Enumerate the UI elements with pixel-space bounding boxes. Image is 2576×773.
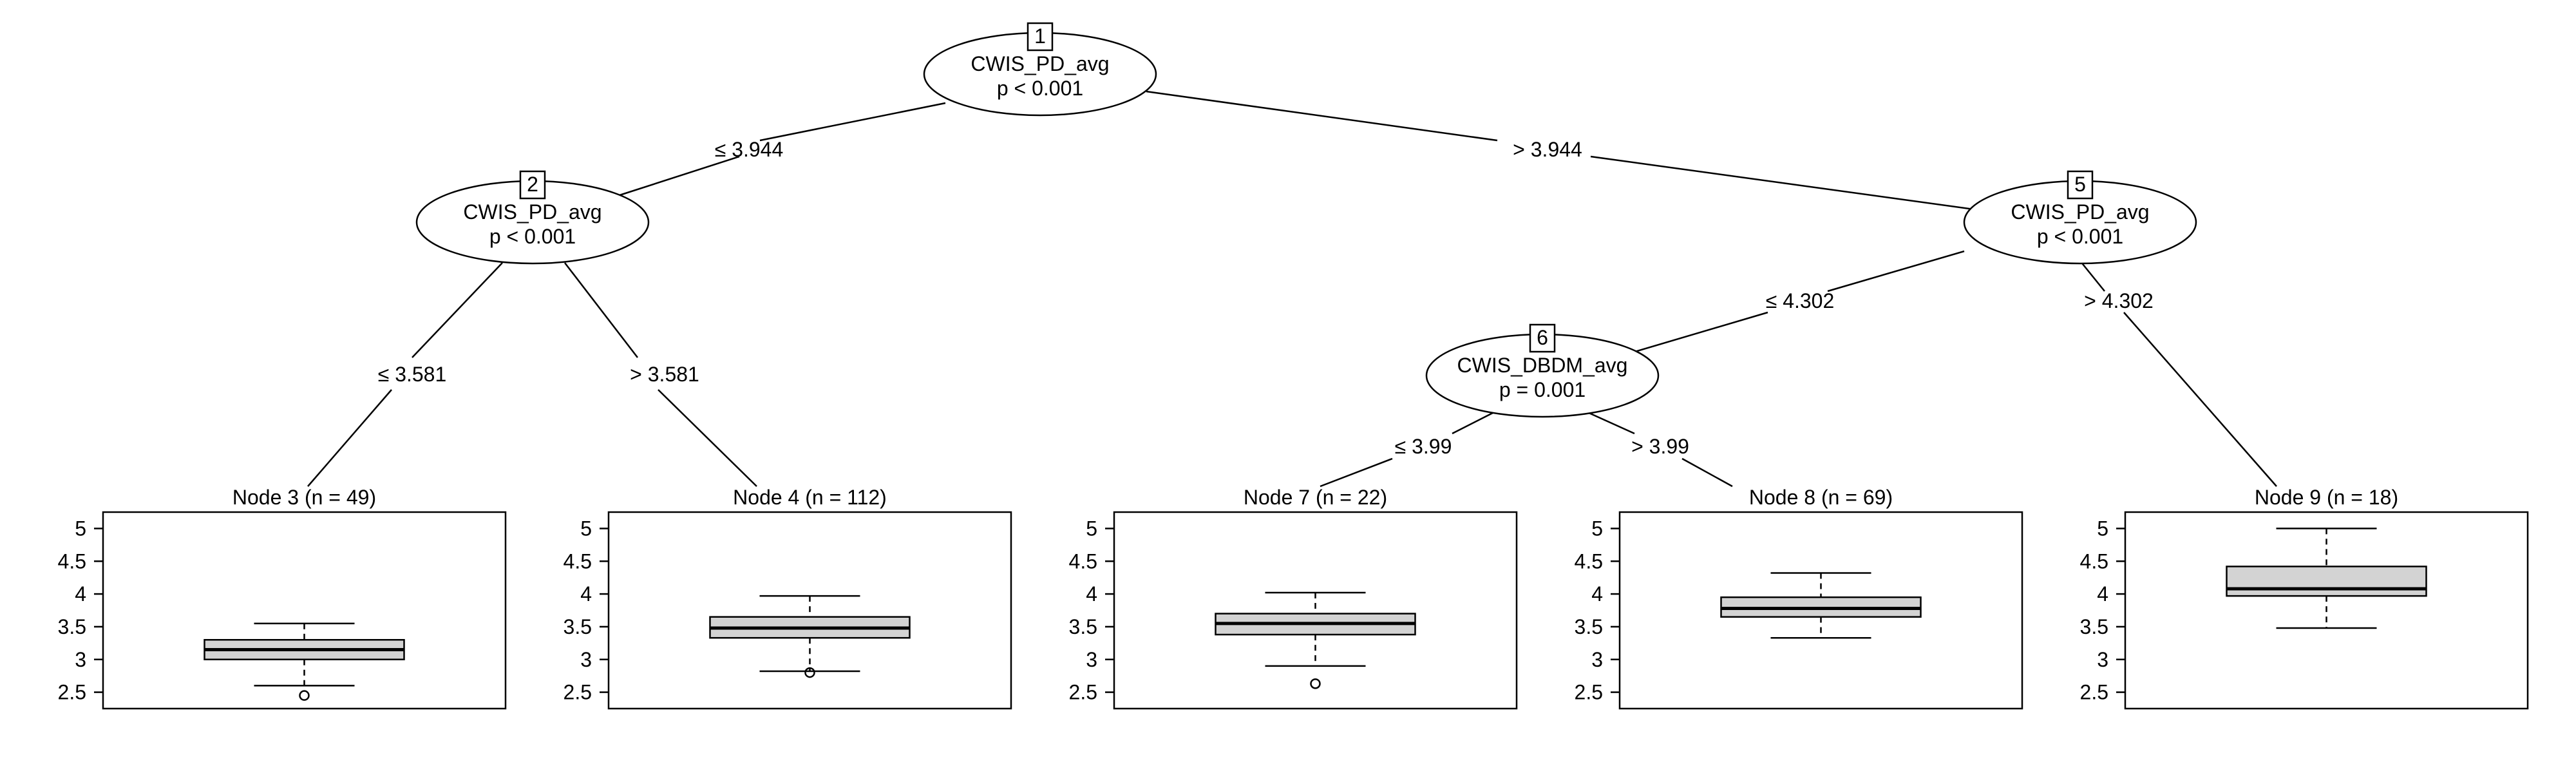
split-labels: ≤ 3.944 > 3.944 ≤ 3.581 > 3.581 ≤ 4.302 …	[378, 138, 2154, 458]
split-label-2-right: > 3.581	[630, 363, 699, 386]
y-tick-label: 5	[2097, 517, 2108, 540]
split-label-1-right: > 3.944	[1513, 138, 1582, 161]
y-tick-label: 4.5	[2080, 549, 2108, 573]
edge-5-6-lower	[1632, 311, 1768, 354]
y-tick-label: 2.5	[2080, 681, 2108, 704]
tree-edges	[307, 90, 2277, 488]
node-id: 5	[2074, 173, 2086, 196]
y-tick-label: 5	[580, 517, 592, 540]
terminal-node-title: Node 3 (n = 49)	[232, 486, 376, 509]
node-id: 6	[1537, 326, 1548, 349]
edge-6-8-lower	[1681, 457, 1733, 488]
y-tick-label: 4	[580, 582, 592, 606]
edge-5-6-upper	[1827, 250, 1965, 292]
edge-6-7-upper	[1452, 411, 1495, 435]
terminal-node-panel: Node 3 (n = 49) 2.5 3 3.5 4 4.5 5	[58, 486, 507, 710]
y-tick-label: 2.5	[58, 681, 86, 704]
split-label-6-right: > 3.99	[1631, 435, 1689, 458]
y-tick-label: 2.5	[1575, 681, 1603, 704]
terminal-node-title: Node 4 (n = 112)	[733, 486, 887, 509]
y-tick-label: 3.5	[58, 615, 86, 638]
split-label-6-left: ≤ 3.99	[1395, 435, 1452, 458]
y-tick-label: 3	[75, 648, 86, 671]
edge-5-9-upper	[2079, 260, 2105, 292]
y-tick-label: 4.5	[564, 549, 592, 573]
edge-5-9-lower	[2123, 312, 2277, 487]
plot-frame	[102, 511, 507, 710]
y-tick-label: 2.5	[564, 681, 592, 704]
outlier-point	[1310, 678, 1321, 689]
node-id-box	[1027, 22, 1054, 52]
y-tick-label: 4	[75, 582, 86, 606]
split-label-5-right: > 4.302	[2084, 289, 2154, 312]
edge-6-8-upper	[1587, 411, 1635, 435]
y-tick-label: 3	[1086, 648, 1097, 671]
y-tick-label: 3.5	[564, 615, 592, 638]
edge-1-2-lower	[619, 155, 740, 196]
y-tick-label: 5	[75, 517, 86, 540]
split-label-2-left: ≤ 3.581	[378, 363, 447, 386]
node-variable: CWIS_DBDM_avg	[1457, 354, 1628, 377]
edge-1-5-upper	[1146, 90, 1498, 142]
edge-1-5-lower	[1590, 155, 1975, 211]
y-tick-label: 2.5	[1069, 681, 1097, 704]
terminal-node-title: Node 8 (n = 69)	[1749, 486, 1893, 509]
plot-frame	[1113, 511, 1518, 710]
y-tick-label: 3.5	[1069, 615, 1097, 638]
terminal-node-title: Node 7 (n = 22)	[1244, 486, 1387, 509]
y-tick-label: 3	[580, 648, 592, 671]
y-tick-label: 4	[1086, 582, 1097, 606]
node-pvalue: p < 0.001	[489, 225, 576, 248]
node-id-box	[1529, 323, 1556, 353]
node-variable: CWIS_PD_avg	[971, 52, 1109, 75]
inner-node-6: 6 CWIS_DBDM_avg p = 0.001	[1425, 323, 1660, 418]
terminal-node-panel: Node 7 (n = 22) 2.5 3 3.5 4 4.5 5	[1069, 486, 1518, 710]
inner-node-5: 5 CWIS_PD_avg p < 0.001	[1963, 170, 2197, 265]
edge-2-3-lower	[307, 389, 392, 487]
terminal-node-panel: Node 9 (n = 18) 2.5 3 3.5 4 4.5 5	[2080, 486, 2529, 710]
inner-node-2: 2 CWIS_PD_avg p < 0.001	[415, 170, 650, 265]
box-iqr	[2226, 566, 2427, 597]
terminal-node-title: Node 9 (n = 18)	[2255, 486, 2398, 509]
y-tick-label: 4.5	[1575, 549, 1603, 573]
edge-6-7-lower	[1320, 457, 1393, 488]
node-pvalue: p = 0.001	[1499, 378, 1586, 401]
y-tick-label: 5	[1591, 517, 1603, 540]
node-id: 2	[527, 173, 538, 196]
y-tick-label: 5	[1086, 517, 1097, 540]
edge-2-3-upper	[412, 262, 503, 358]
inner-node-1: 1 CWIS_PD_avg p < 0.001	[923, 22, 1157, 117]
terminal-node-panel: Node 8 (n = 69) 2.5 3 3.5 4 4.5 5	[1575, 486, 2023, 710]
outlier-point	[299, 690, 310, 701]
edge-1-2-upper	[759, 102, 946, 142]
node-pvalue: p < 0.001	[997, 77, 1083, 100]
y-tick-label: 3.5	[2080, 615, 2108, 638]
node-id-box	[2067, 170, 2094, 200]
y-tick-label: 3.5	[1575, 615, 1603, 638]
edge-2-4-lower	[658, 389, 757, 487]
y-tick-label: 4	[1591, 582, 1603, 606]
node-id: 1	[1034, 24, 1046, 48]
outlier-point	[804, 667, 815, 678]
y-tick-label: 4	[2097, 582, 2108, 606]
y-tick-label: 4.5	[1069, 549, 1097, 573]
y-tick-label: 3	[2097, 648, 2108, 671]
edge-2-4-upper	[564, 262, 638, 358]
split-label-1-left: ≤ 3.944	[715, 138, 784, 161]
node-variable: CWIS_PD_avg	[2011, 200, 2149, 224]
y-tick-label: 4.5	[58, 549, 86, 573]
node-pvalue: p < 0.001	[2037, 225, 2123, 248]
node-id-box	[519, 170, 546, 200]
terminal-node-panel: Node 4 (n = 112) 2.5 3 3.5 4 4.5 5	[564, 486, 1012, 710]
node-variable: CWIS_PD_avg	[463, 200, 601, 224]
split-label-5-left: ≤ 4.302	[1766, 289, 1835, 312]
y-tick-label: 3	[1591, 648, 1603, 671]
